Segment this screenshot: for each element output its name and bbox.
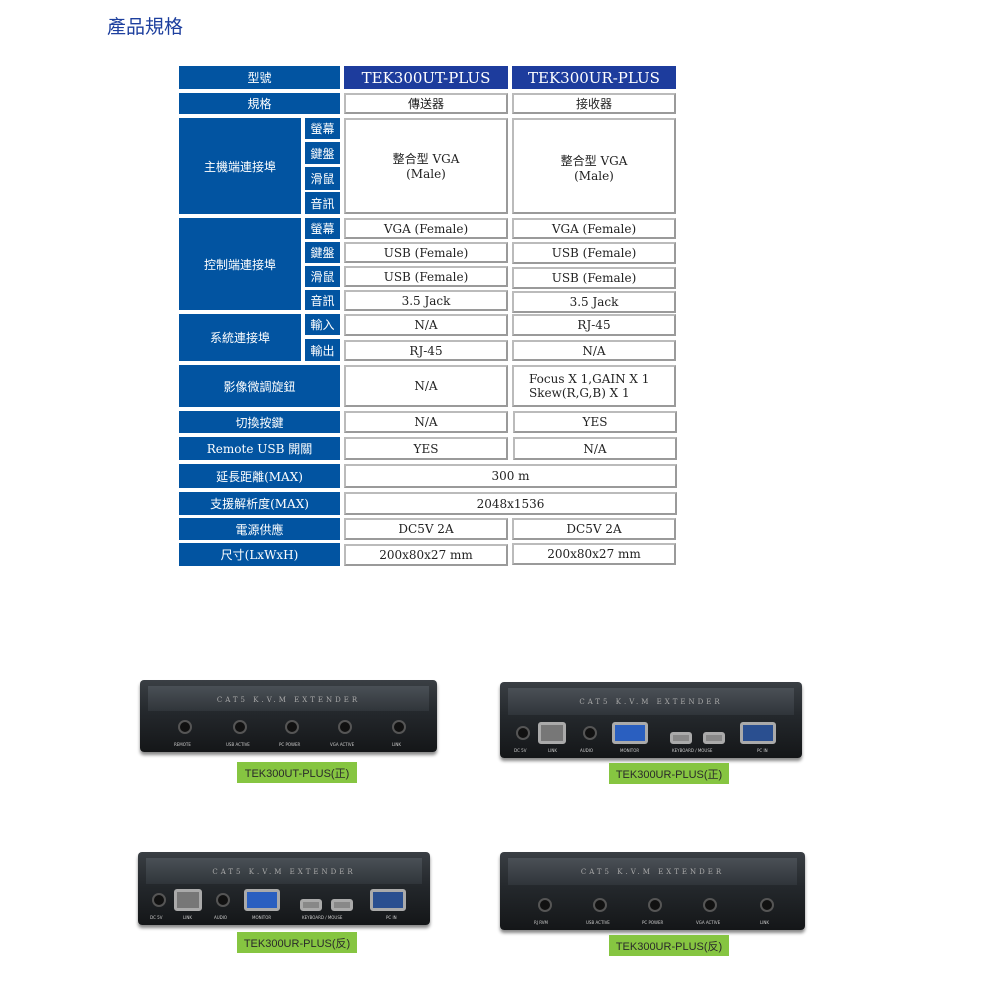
switch-key-label: 切換按鍵 — [179, 411, 340, 433]
size-label: 尺寸(LxWxH) — [179, 543, 340, 566]
spec-ut: 傳送器 — [344, 93, 508, 114]
system-ur: N/A — [512, 340, 676, 361]
port-label: PC POWER — [642, 920, 664, 925]
console-sub: 音訊 — [305, 290, 340, 310]
system-port-label: 系統連接埠 — [179, 314, 301, 361]
product-brand: CAT5 K.V.M EXTENDER — [508, 688, 794, 715]
product-photo-ur-back: CAT5 K.V.M EXTENDER DC 5V LINK AUDIO MON… — [138, 852, 430, 925]
host-ut: 整合型 VGA (Male) — [344, 118, 508, 214]
resolution-label: 支援解析度(MAX) — [179, 492, 340, 515]
size-ut: 200x80x27 mm — [344, 544, 508, 566]
port-label: LINK — [548, 748, 558, 753]
system-sub: 輸入 — [305, 314, 340, 335]
system-ur: RJ-45 — [512, 314, 676, 336]
remote-usb-ut: YES — [344, 437, 508, 460]
host-sub: 音訊 — [305, 192, 340, 214]
image-knob-ut: N/A — [344, 365, 508, 407]
port-label: KEYBOARD / MOUSE — [672, 748, 713, 753]
product-photo-ut-back: CAT5 K.V.M EXTENDER RJ RVM USB ACTIVE PC… — [500, 852, 805, 930]
host-port-label: 主機端連接埠 — [179, 118, 301, 214]
console-ur: VGA (Female) — [512, 218, 676, 239]
console-ut: USB (Female) — [344, 266, 508, 287]
remote-usb-ur: N/A — [513, 437, 677, 460]
distance-label: 延長距離(MAX) — [179, 464, 340, 488]
product-caption: TEK300UT-PLUS(正) — [237, 762, 357, 783]
port-label: REMOTE — [174, 742, 191, 747]
console-sub: 螢幕 — [305, 218, 340, 239]
console-ur: USB (Female) — [512, 267, 676, 289]
console-ut: 3.5 Jack — [344, 290, 508, 311]
port-label: PC IN — [386, 915, 397, 920]
product-photo-ut-front: CAT5 K.V.M EXTENDER REMOTE USB ACTIVE PC… — [140, 680, 437, 752]
port-label: VGA ACTIVE — [696, 920, 721, 925]
spec-ur: 接收器 — [512, 93, 676, 114]
console-ut: VGA (Female) — [344, 218, 508, 239]
product-caption: TEK300UR-PLUS(反) — [237, 932, 357, 953]
port-label: AUDIO — [214, 915, 228, 920]
host-ur: 整合型 VGA (Male) — [512, 118, 676, 214]
system-ut: RJ-45 — [344, 340, 508, 361]
port-label: KEYBOARD / MOUSE — [302, 915, 343, 920]
product-photo-ur-front: CAT5 K.V.M EXTENDER DC 5V LINK AUDIO MON… — [500, 682, 802, 758]
model-ut: TEK300UT-PLUS — [344, 66, 508, 89]
port-label: PC POWER — [279, 742, 301, 747]
product-brand: CAT5 K.V.M EXTENDER — [508, 858, 797, 886]
console-ur: USB (Female) — [512, 242, 676, 264]
console-sub: 滑鼠 — [305, 266, 340, 287]
console-sub: 鍵盤 — [305, 242, 340, 263]
port-label: LINK — [392, 742, 402, 747]
power-ur: DC5V 2A — [512, 518, 676, 540]
switch-key-ur: YES — [513, 411, 677, 433]
spec-label: 規格 — [179, 93, 340, 114]
port-label: USB ACTIVE — [586, 920, 610, 925]
product-caption: TEK300UR-PLUS(正) — [609, 763, 729, 784]
port-label: DC 5V — [514, 748, 527, 753]
console-ur: 3.5 Jack — [512, 291, 676, 313]
port-label: LINK — [183, 915, 193, 920]
size-ur: 200x80x27 mm — [512, 543, 676, 565]
port-label: PC IN — [757, 748, 768, 753]
product-brand: CAT5 K.V.M EXTENDER — [148, 686, 429, 712]
distance-value: 300 m — [344, 464, 677, 488]
power-ut: DC5V 2A — [344, 518, 508, 540]
product-brand: CAT5 K.V.M EXTENDER — [146, 858, 422, 884]
port-label: MONITOR — [620, 748, 640, 753]
switch-key-ut: N/A — [344, 411, 508, 433]
port-label: LINK — [760, 920, 770, 925]
port-label: RJ RVM — [534, 920, 548, 925]
host-sub: 鍵盤 — [305, 142, 340, 164]
console-port-label: 控制端連接埠 — [179, 218, 301, 310]
host-sub: 滑鼠 — [305, 167, 340, 190]
product-caption: TEK300UR-PLUS(反) — [609, 935, 729, 956]
console-ut: USB (Female) — [344, 242, 508, 263]
port-label: DC 5V — [150, 915, 163, 920]
port-label: MONITOR — [252, 915, 272, 920]
system-ut: N/A — [344, 314, 508, 336]
host-sub: 螢幕 — [305, 118, 340, 139]
page-title: 產品規格 — [107, 16, 184, 38]
port-label: AUDIO — [580, 748, 594, 753]
system-sub: 輸出 — [305, 339, 340, 361]
model-label: 型號 — [179, 66, 340, 89]
resolution-value: 2048x1536 — [344, 492, 677, 515]
port-label: VGA ACTIVE — [330, 742, 355, 747]
power-label: 電源供應 — [179, 518, 340, 540]
image-knob-ur: Focus X 1,GAIN X 1 Skew(R,G,B) X 1 — [512, 365, 676, 407]
remote-usb-label: Remote USB 開關 — [179, 437, 340, 460]
image-knob-label: 影像微調旋鈕 — [179, 365, 340, 407]
port-label: USB ACTIVE — [226, 742, 250, 747]
model-ur: TEK300UR-PLUS — [512, 66, 676, 89]
